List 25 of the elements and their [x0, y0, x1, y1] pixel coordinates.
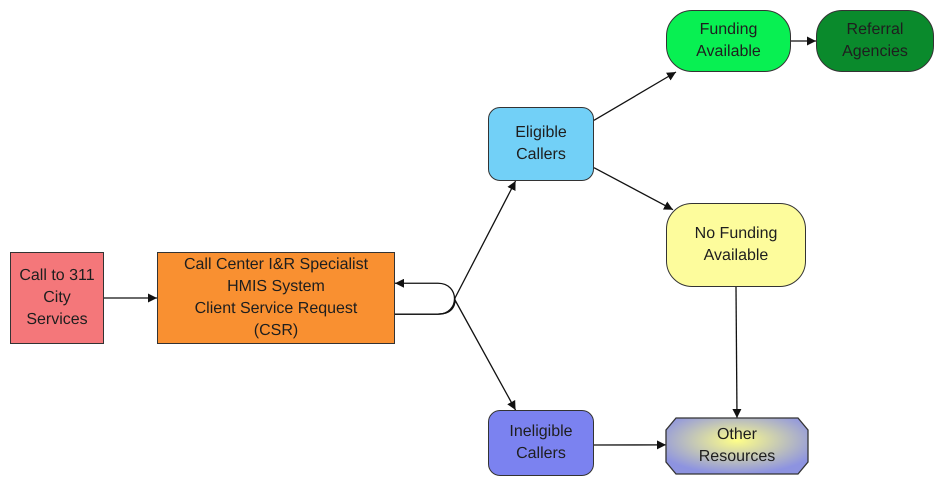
node-label: Call to 311 City Services [18, 266, 96, 330]
node-label: Referral Agencies [841, 20, 909, 62]
arrow [104, 294, 157, 302]
node-label: Ineligible Callers [508, 422, 574, 464]
process-box [157, 252, 395, 344]
node-label: No Funding Available [694, 224, 778, 266]
process-box [488, 410, 594, 476]
outcome-box [666, 203, 806, 287]
outcome-box [816, 10, 934, 72]
terminal-octagon [666, 418, 808, 474]
node-label: HMIS System [226, 277, 326, 297]
arrow [594, 440, 666, 450]
start-box [10, 252, 104, 344]
outcome-box [666, 10, 791, 72]
arrow [791, 36, 816, 46]
node-label: Client Service Request (CSR) [194, 299, 358, 341]
node-label: Other Resources [698, 425, 776, 467]
arrow [594, 167, 674, 210]
node-label: Funding Available [695, 20, 762, 62]
arrow [732, 287, 742, 418]
arrow [395, 278, 456, 315]
node-label: Eligible Callers [514, 123, 568, 165]
process-box [488, 107, 594, 181]
arrow [594, 71, 676, 121]
node-label: Call Center I&R Specialist [182, 255, 370, 275]
